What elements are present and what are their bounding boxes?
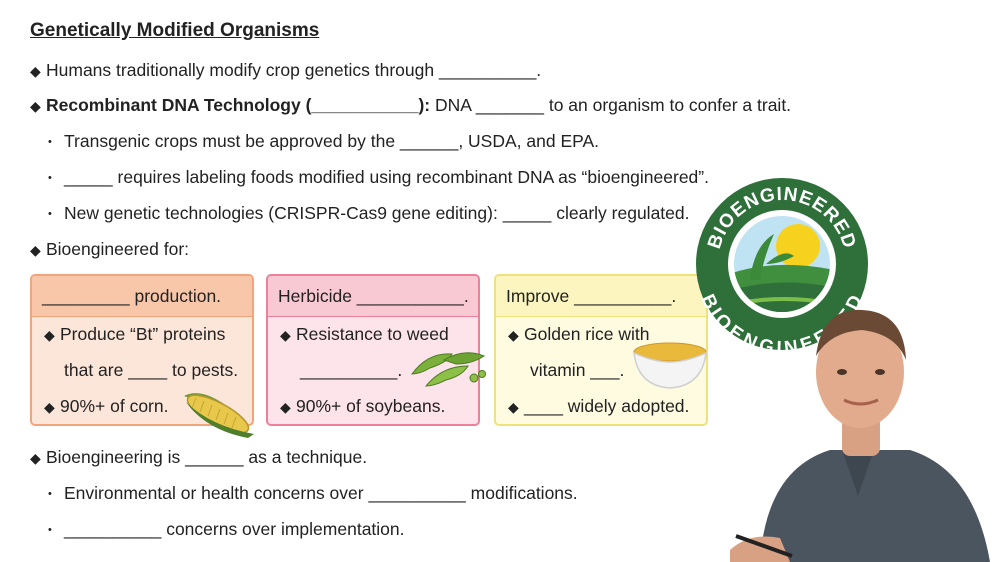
diamond-bullet-icon: ◆ [44, 327, 55, 343]
improve-line-3: ◆____ widely adopted. [508, 396, 690, 416]
diamond-bullet-icon: ◆ [280, 327, 291, 343]
recombinant-heading: Recombinant DNA Technology (___________)… [46, 95, 431, 115]
improve-box-header: Improve __________. [496, 276, 706, 317]
herbicide-line-3: ◆90%+ of soybeans. [280, 396, 446, 416]
bullet-icon: • [48, 488, 52, 500]
diamond-bullet-icon: ◆ [508, 327, 519, 343]
diamond-bullet-icon: ◆ [44, 399, 55, 415]
bullet-icon: • [48, 172, 52, 184]
diamond-bullet-icon: ◆ [30, 63, 41, 79]
improve-line-2: vitamin ___. [530, 360, 625, 380]
production-box-header: _________ production. [32, 276, 252, 317]
corn-icon [184, 393, 254, 438]
bullet-recombinant-dna: ◆ Recombinant DNA Technology (___________… [30, 95, 791, 116]
bullet-traditional-modification: ◆Humans traditionally modify crop geneti… [30, 60, 542, 80]
herbicide-line-2: __________. [300, 360, 403, 380]
diamond-bullet-icon: ◆ [280, 399, 291, 415]
production-line-1: ◆Produce “Bt” proteins [44, 324, 226, 344]
bullet-bioengineering-technique: ◆Bioengineering is ______ as a technique… [30, 447, 368, 467]
golden-rice-bowl-icon [633, 342, 707, 389]
sub-bullet-crispr: •New genetic technologies (CRISPR-Cas9 g… [48, 203, 690, 223]
bullet-icon: • [48, 524, 52, 536]
herbicide-box: Herbicide ___________. ◆Resistance to we… [266, 274, 480, 426]
diamond-bullet-icon: ◆ [508, 399, 519, 415]
diamond-bullet-icon: ◆ [30, 450, 41, 466]
recombinant-rest: DNA _______ to an organism to confer a t… [430, 95, 792, 115]
herbicide-line-1: ◆Resistance to weed [280, 324, 449, 344]
production-box: _________ production. ◆Produce “Bt” prot… [30, 274, 254, 426]
diamond-bullet-icon: ◆ [30, 242, 41, 258]
diamond-bullet-icon: ◆ [30, 98, 41, 114]
sub-bullet-implementation: •__________ concerns over implementation… [48, 519, 405, 539]
production-line-3: ◆90%+ of corn. [44, 396, 169, 416]
sub-bullet-environmental: •Environmental or health concerns over _… [48, 483, 578, 503]
bullet-bioengineered-for: ◆Bioengineered for: [30, 239, 190, 259]
improve-line-1: ◆Golden rice with [508, 324, 650, 344]
herbicide-box-header: Herbicide ___________. [268, 276, 478, 317]
production-line-2: that are ____ to pests. [64, 360, 239, 380]
sub-bullet-labeling: •_____ requires labeling foods modified … [48, 167, 709, 187]
bullet-icon: • [48, 208, 52, 220]
presenter-image [730, 309, 990, 562]
bioengineered-seal-icon: BIOENGINEERED BIOENGINEERED [696, 178, 868, 352]
page-title: Genetically Modified Organisms [30, 20, 320, 41]
sub-bullet-approval: •Transgenic crops must be approved by th… [48, 131, 600, 151]
soybean-pods-icon [411, 352, 486, 387]
bullet-icon: • [48, 136, 52, 148]
